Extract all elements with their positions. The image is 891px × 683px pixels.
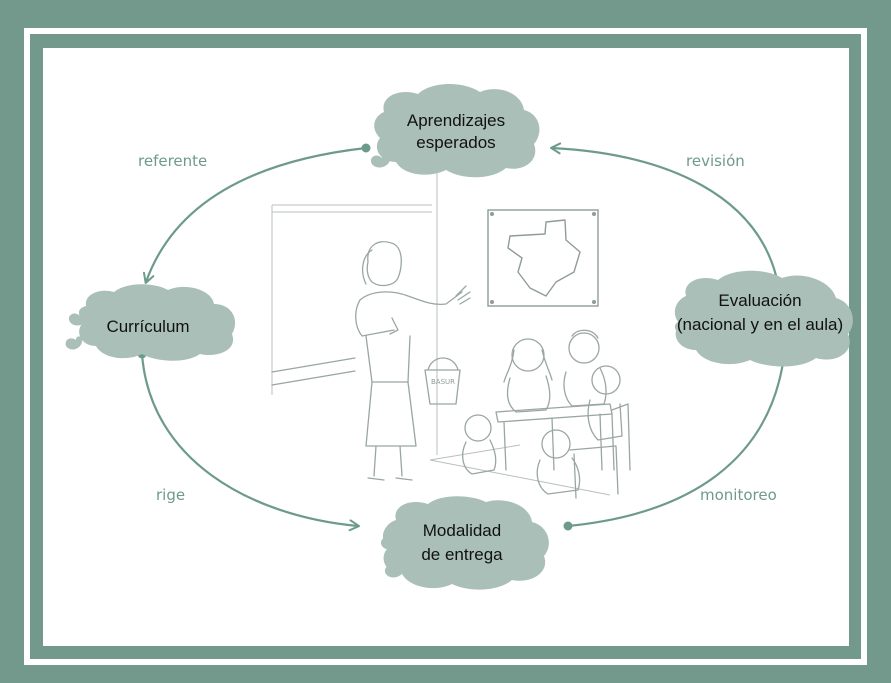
cloud-wisp xyxy=(370,152,391,168)
arrow-start-dot xyxy=(563,521,573,531)
trash-bucket-icon: BASUR xyxy=(424,357,461,405)
cloud-wisp xyxy=(68,310,89,326)
arrow-aprendizajes-to-curriculum xyxy=(142,146,367,284)
wall-lines xyxy=(271,170,611,496)
arrow-modalidad-to-evaluacion xyxy=(567,354,789,528)
teacher-icon xyxy=(355,241,471,481)
cycle-arrows xyxy=(137,142,789,532)
arrow-evaluacion-to-aprendizajes xyxy=(550,142,780,285)
classroom-illustration: BASUR xyxy=(271,170,631,499)
cloud-wisp xyxy=(375,117,397,135)
node-evaluacion-line2: (nacional y en el aula) xyxy=(677,315,843,334)
node-aprendizajes-line1: Aprendizajes xyxy=(407,111,505,130)
node-curriculum-label: Currículum xyxy=(106,317,189,336)
cloud-shape xyxy=(674,270,853,367)
edge-label-monitoreo: monitoreo xyxy=(700,486,777,504)
edge-label-revision: revisión xyxy=(686,152,745,170)
cloud-shape xyxy=(374,83,540,178)
node-aprendizajes: Aprendizajes esperados xyxy=(370,83,540,178)
edge-label-referente: referente xyxy=(138,152,207,170)
node-modalidad: Modalidad de entrega xyxy=(380,496,549,590)
map-icon xyxy=(487,209,599,307)
node-evaluacion-line1: Evaluación xyxy=(718,291,801,310)
node-evaluacion: Evaluación (nacional y en el aula) xyxy=(674,270,853,367)
cloud-shape xyxy=(382,496,549,590)
edge-labels: referente revisión rige monitoreo xyxy=(138,152,777,504)
cloud-wisp xyxy=(380,534,401,550)
node-modalidad-line1: Modalidad xyxy=(423,521,501,540)
node-aprendizajes-line2: esperados xyxy=(416,133,495,152)
arrow-curriculum-to-modalidad xyxy=(140,353,360,532)
node-curriculum: Currículum xyxy=(65,284,236,361)
bucket-label: BASUR xyxy=(431,378,455,386)
cloud-wisp xyxy=(65,336,83,350)
children-icon xyxy=(461,329,631,499)
cloud-shape xyxy=(78,284,236,361)
node-modalidad-line2: de entrega xyxy=(421,545,503,564)
cloud-wisp xyxy=(674,318,695,334)
arrow-start-dot xyxy=(361,143,371,153)
cloud-wisp xyxy=(384,562,405,578)
edge-label-rige: rige xyxy=(156,486,185,504)
